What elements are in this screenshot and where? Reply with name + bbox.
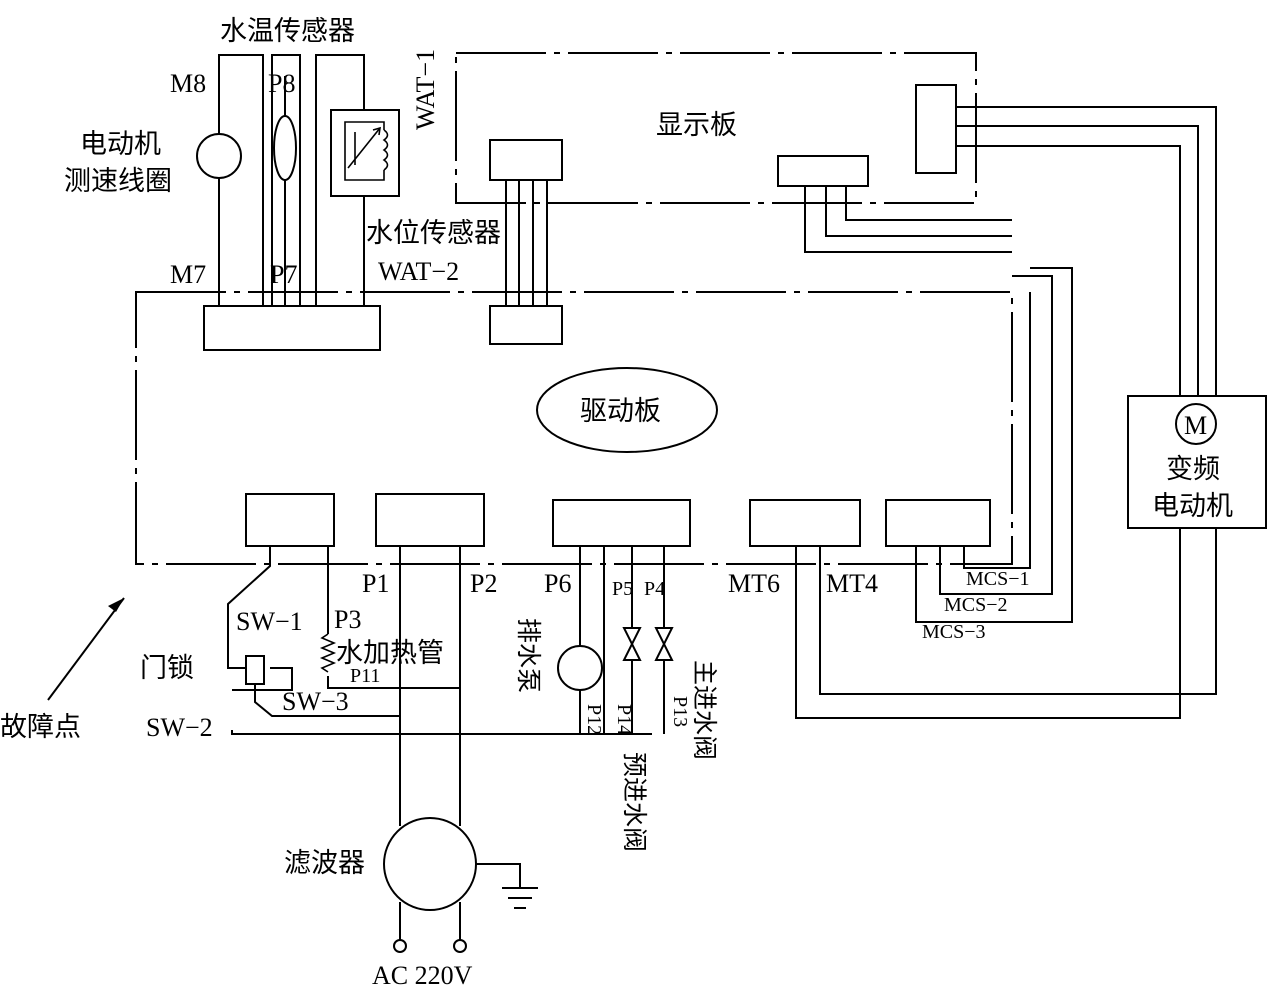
p7-label: P7 bbox=[270, 260, 297, 289]
m7-label: M7 bbox=[170, 260, 206, 289]
heater-label: 水加热管 bbox=[336, 638, 444, 669]
water-level-sensor-wire bbox=[315, 54, 365, 306]
drive-connector-water-level bbox=[489, 305, 563, 345]
water-level-sensor-symbol bbox=[344, 121, 389, 181]
wat1-label: WAT−1 bbox=[411, 49, 440, 130]
display-connector-middle bbox=[777, 155, 869, 187]
display-board-outline bbox=[455, 52, 977, 204]
drive-connector-mcs bbox=[885, 499, 991, 547]
motor-symbol-circle bbox=[1175, 403, 1217, 445]
pre-inlet-valve-symbol bbox=[622, 627, 642, 661]
drive-board-outline bbox=[135, 291, 1013, 565]
p4-label: P4 bbox=[644, 578, 665, 600]
motor-speed-coil-label-2: 测速线圈 bbox=[64, 166, 172, 197]
p12-label: P12 bbox=[583, 704, 605, 735]
filter-ground-wire bbox=[476, 863, 521, 888]
drain-pump-label: 排水泵 bbox=[514, 618, 543, 693]
ac-terminal-right bbox=[453, 939, 467, 953]
p5-label: P5 bbox=[612, 578, 633, 600]
water-temp-wire bbox=[271, 54, 301, 306]
mcs2-wire bbox=[939, 275, 1053, 595]
ac-label: AC 220V bbox=[372, 961, 473, 990]
water-temp-sensor-label: 水温传感器 bbox=[220, 16, 355, 47]
drive-connector-door bbox=[245, 493, 335, 547]
wat2-label: WAT−2 bbox=[378, 257, 459, 286]
mt6-label: MT6 bbox=[728, 569, 780, 598]
m8-label: M8 bbox=[170, 69, 206, 98]
filter-symbol bbox=[383, 817, 477, 911]
motor-speed-coil-label-1: 电动机 bbox=[80, 129, 161, 160]
filter-label: 滤波器 bbox=[284, 848, 365, 879]
sw2-label: SW−2 bbox=[146, 713, 213, 742]
door-lock-wire bbox=[227, 546, 293, 691]
door-lock-label: 门锁 bbox=[140, 653, 194, 684]
heater-wire bbox=[327, 546, 460, 689]
display-drive-link bbox=[804, 186, 1012, 253]
drive-connector-power bbox=[375, 493, 485, 547]
mt6-wire bbox=[795, 528, 1181, 719]
p11-label: P11 bbox=[350, 665, 380, 687]
door-lock-coil bbox=[245, 655, 265, 685]
pre-inlet-valve-label: 预进水阀 bbox=[620, 752, 649, 852]
mcs2-label: MCS−2 bbox=[944, 594, 1008, 616]
heater-resistor bbox=[319, 633, 337, 673]
door-lock-switch bbox=[254, 684, 400, 717]
main-inlet-valve-label: 主进水阀 bbox=[690, 660, 719, 760]
fault-point-arrow-head bbox=[108, 598, 124, 612]
drive-connector-valves bbox=[552, 499, 691, 547]
drain-pump-symbol bbox=[557, 645, 603, 691]
sw1-label: SW−1 bbox=[236, 607, 303, 636]
mcs3-label: MCS−3 bbox=[922, 621, 986, 643]
mcs1-wire bbox=[963, 292, 1031, 569]
inverter-motor-box bbox=[1127, 395, 1267, 529]
sw2-wire bbox=[231, 730, 652, 735]
p1-label: P1 bbox=[362, 569, 389, 598]
motor-symbol-letter: M bbox=[1184, 411, 1207, 440]
water-level-sensor-box bbox=[330, 109, 400, 197]
mt4-wire bbox=[819, 528, 1217, 695]
drive-connector-sensors bbox=[203, 305, 381, 351]
display-motor-link bbox=[956, 106, 1217, 396]
mcs1-label: MCS−1 bbox=[966, 568, 1030, 590]
display-connector-right bbox=[915, 84, 957, 174]
ground-symbol bbox=[502, 887, 538, 909]
mcs3-wire bbox=[915, 267, 1073, 623]
p14-label: P14 bbox=[613, 704, 635, 735]
display-board-label: 显示板 bbox=[656, 110, 737, 141]
inverter-motor-label-1: 变频 bbox=[1166, 454, 1220, 485]
fault-point-label: 故障点 bbox=[0, 712, 81, 743]
drive-board-label: 驱动板 bbox=[580, 396, 661, 427]
display-connector-left bbox=[489, 139, 563, 181]
water-level-sensor-label: 水位传感器 bbox=[366, 218, 501, 249]
motor-coil-symbol bbox=[196, 133, 242, 179]
ac-terminal-left bbox=[393, 939, 407, 953]
fault-point-arrow bbox=[47, 597, 125, 701]
drive-connector-mt bbox=[749, 499, 861, 547]
motor-coil-wire bbox=[218, 54, 264, 306]
sw3-label: SW−3 bbox=[282, 687, 349, 716]
water-temp-thermistor-symbol bbox=[273, 115, 297, 181]
mt4-label: MT4 bbox=[826, 569, 878, 598]
main-inlet-valve-symbol bbox=[654, 627, 674, 661]
drive-board-ellipse bbox=[536, 367, 718, 453]
p3-label: P3 bbox=[334, 605, 361, 634]
display-drive-bus bbox=[505, 180, 548, 306]
inverter-motor-label-2: 电动机 bbox=[1152, 491, 1233, 522]
p2-label: P2 bbox=[470, 569, 497, 598]
p6-label: P6 bbox=[544, 569, 571, 598]
p13-label: P13 bbox=[669, 696, 691, 727]
ac-input-wires bbox=[399, 902, 461, 940]
